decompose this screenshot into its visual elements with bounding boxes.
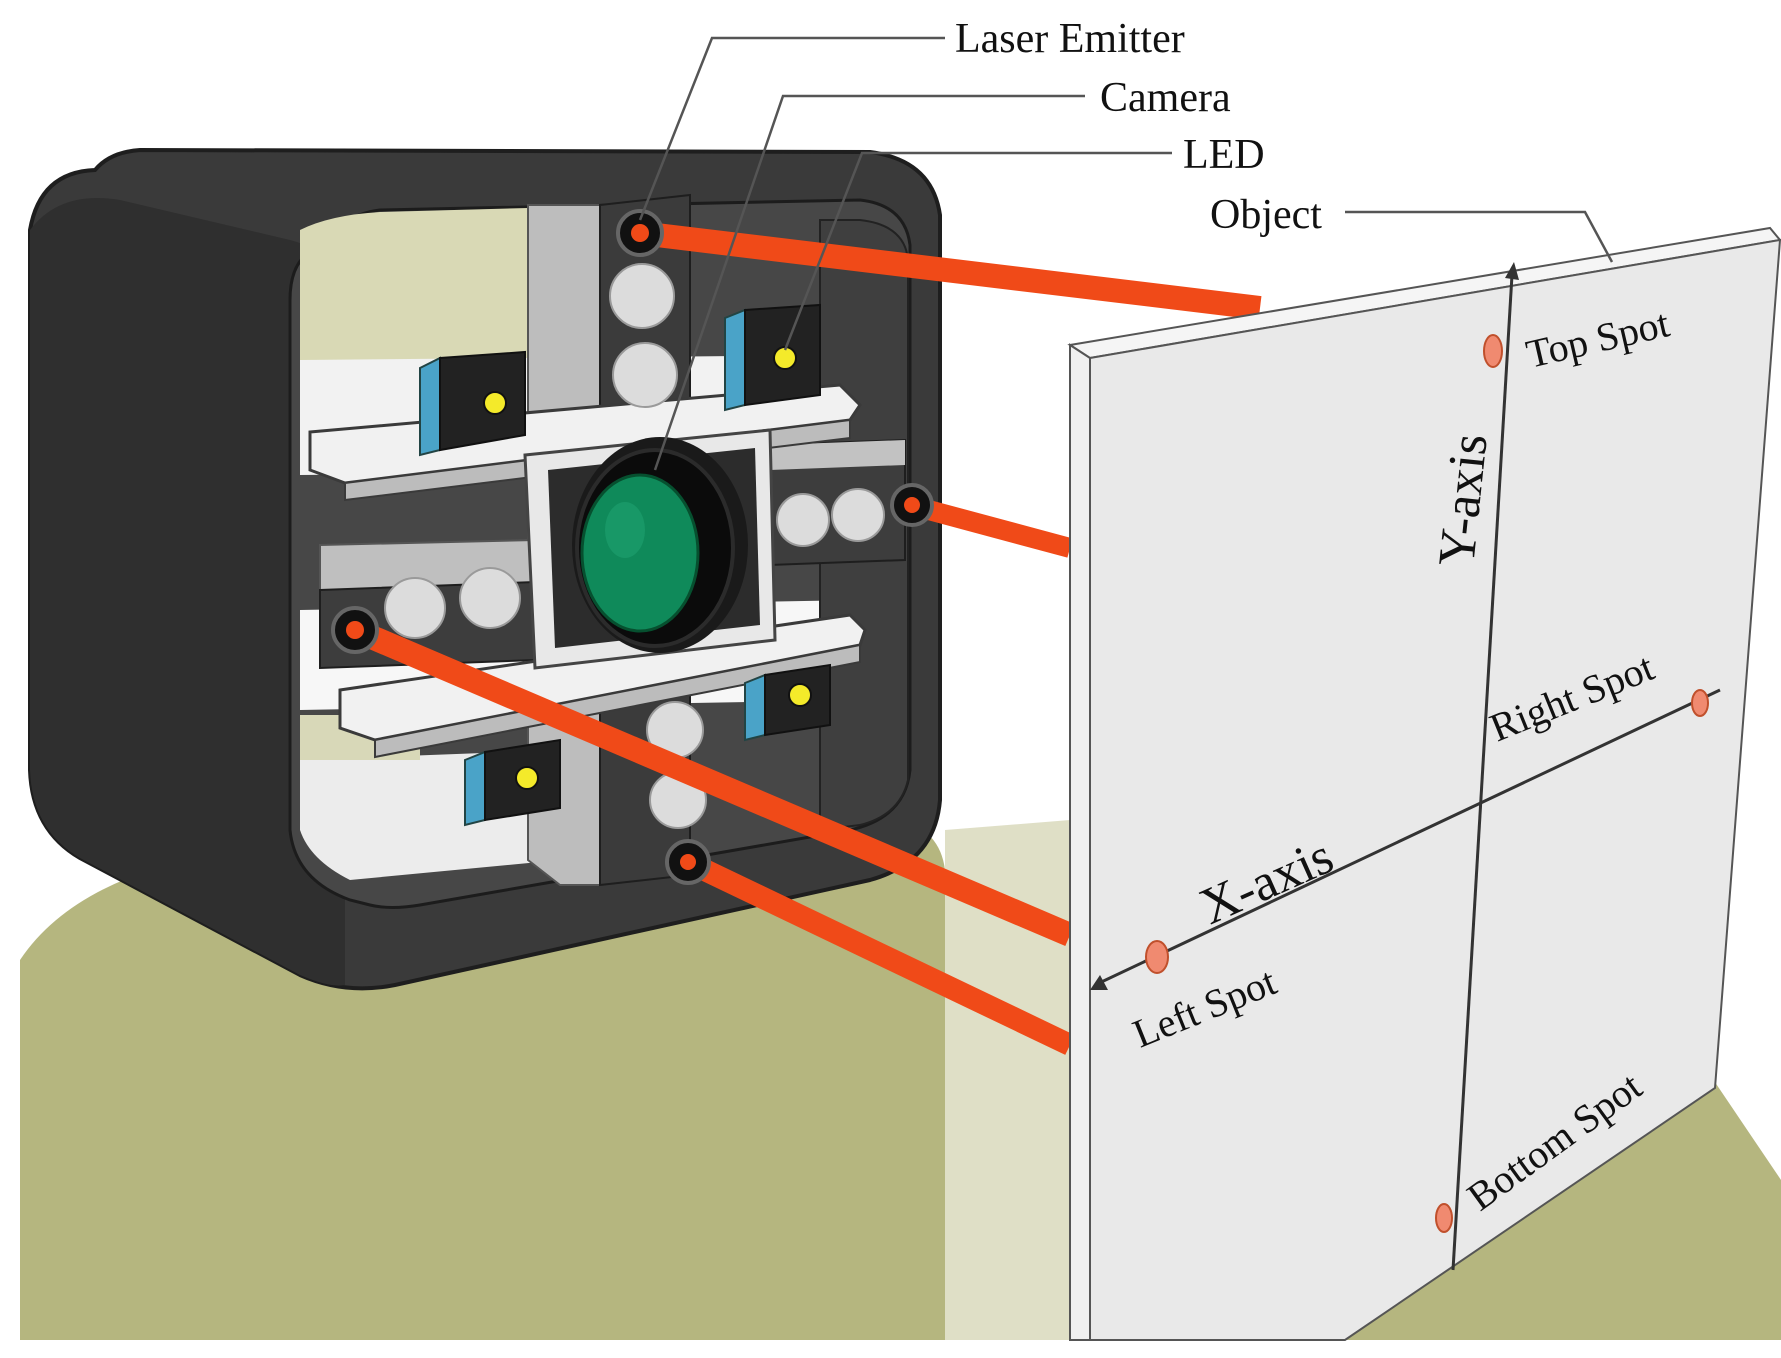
fixture-circle [384, 577, 446, 639]
fixture-circle [609, 263, 675, 329]
led-unit [464, 738, 561, 827]
fixture-circle [612, 342, 678, 408]
fixture-circle [459, 567, 521, 629]
laser-emitter-left [331, 606, 379, 654]
laser-beam-top [638, 221, 1262, 320]
camera-leader [653, 94, 1085, 471]
led-label: LED [1183, 132, 1265, 178]
y-axis-arrow [1505, 262, 1519, 280]
laser-emitter-right [890, 483, 934, 527]
object-leader [1345, 210, 1614, 263]
laser-beam-bottom [683, 852, 1075, 1055]
led-light [483, 391, 507, 415]
led-unit [744, 663, 831, 742]
led-unit [419, 350, 526, 457]
object-panel [1067, 226, 1781, 1341]
led-units [419, 303, 831, 827]
laser-emitter-label: Laser Emitter [955, 16, 1185, 62]
fixture-circle [776, 493, 830, 547]
callout-labels: Laser Emitter Camera LED Object [955, 16, 1322, 238]
top-spot-marker [1483, 334, 1503, 368]
object-label: Object [1210, 192, 1322, 238]
callout-leaders [638, 36, 1614, 471]
led-unit [724, 303, 821, 412]
led-light [788, 683, 812, 707]
laser-emitter-top [616, 209, 664, 257]
right-spot-marker [1691, 689, 1709, 717]
laser-beam-right [907, 495, 1073, 558]
laser-emitter-leader [638, 36, 945, 221]
bottom-spot-marker [1435, 1203, 1453, 1233]
laser-emitter-bottom [665, 839, 711, 885]
x-axis-line [1094, 688, 1721, 987]
x-axis-arrow [1090, 975, 1108, 990]
fixture-circles [384, 263, 885, 829]
camera-lens [572, 437, 748, 653]
camera-label: Camera [1100, 75, 1231, 121]
led-light [515, 766, 539, 790]
laser-beams [350, 221, 1262, 1055]
y-axis-label: Y-axis [1428, 431, 1499, 569]
y-axis-line [1451, 274, 1514, 1271]
led-leader [783, 151, 1172, 351]
led-light [773, 346, 797, 370]
laser-beam-left [350, 618, 1075, 947]
laser-emitters [331, 209, 934, 885]
fixture-circle [831, 488, 885, 542]
left-spot-marker [1145, 940, 1169, 974]
